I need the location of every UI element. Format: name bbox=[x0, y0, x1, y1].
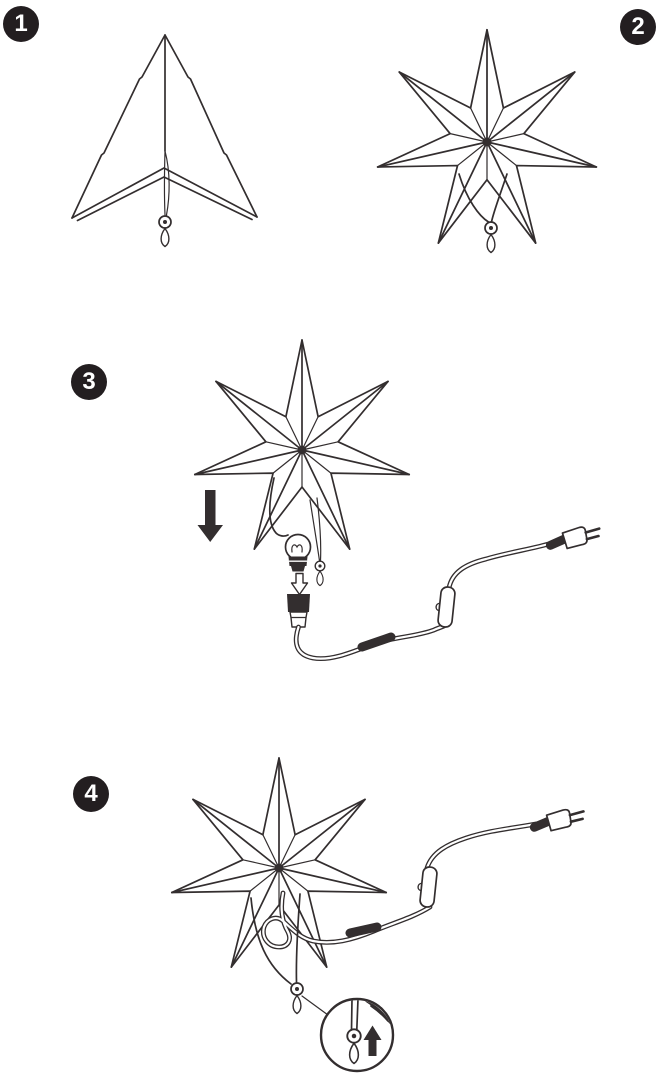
cord-lines bbox=[350, 1000, 359, 1031]
bottom-flap bbox=[458, 173, 508, 223]
light-bulb-icon bbox=[284, 533, 312, 572]
push-down-arrow-icon bbox=[197, 490, 223, 542]
step-1-badge: 1 bbox=[3, 6, 39, 42]
power-plug-icon bbox=[548, 524, 601, 551]
pull-up-arrow-icon bbox=[363, 1025, 382, 1056]
bottom-flap bbox=[250, 893, 301, 985]
power-plug-icon bbox=[532, 807, 585, 833]
magnifier-leader-line bbox=[301, 995, 329, 1016]
cord-stopper-icon bbox=[158, 215, 172, 248]
step-2-drawing bbox=[376, 28, 598, 254]
hanging-loop bbox=[309, 497, 322, 562]
folded-star bbox=[71, 34, 258, 222]
unfolded-paper-star bbox=[376, 28, 598, 244]
step-3-badge: 3 bbox=[71, 364, 107, 400]
step-2-badge: 2 bbox=[620, 9, 656, 45]
power-cord bbox=[293, 540, 555, 662]
cord-stopper-icon bbox=[484, 221, 498, 254]
paper-star bbox=[193, 339, 411, 550]
step-1-drawing bbox=[71, 34, 258, 248]
magnifier-detail-circle bbox=[319, 997, 395, 1073]
cord-sleeve bbox=[345, 922, 382, 938]
step-3-drawing bbox=[193, 339, 602, 662]
bottom-flap bbox=[268, 477, 289, 537]
step-4-badge: 4 bbox=[73, 776, 109, 812]
inline-switch-icon bbox=[433, 585, 457, 629]
insert-bulb-arrow-icon bbox=[290, 572, 309, 596]
power-cord bbox=[260, 821, 539, 950]
cord-sleeve bbox=[357, 632, 396, 652]
cord-stopper-icon bbox=[290, 982, 304, 1015]
lamp-socket-icon bbox=[287, 594, 310, 628]
step-4-drawing bbox=[170, 757, 586, 1073]
cord-stopper-icon bbox=[314, 560, 326, 587]
inline-switch-icon bbox=[415, 865, 439, 909]
